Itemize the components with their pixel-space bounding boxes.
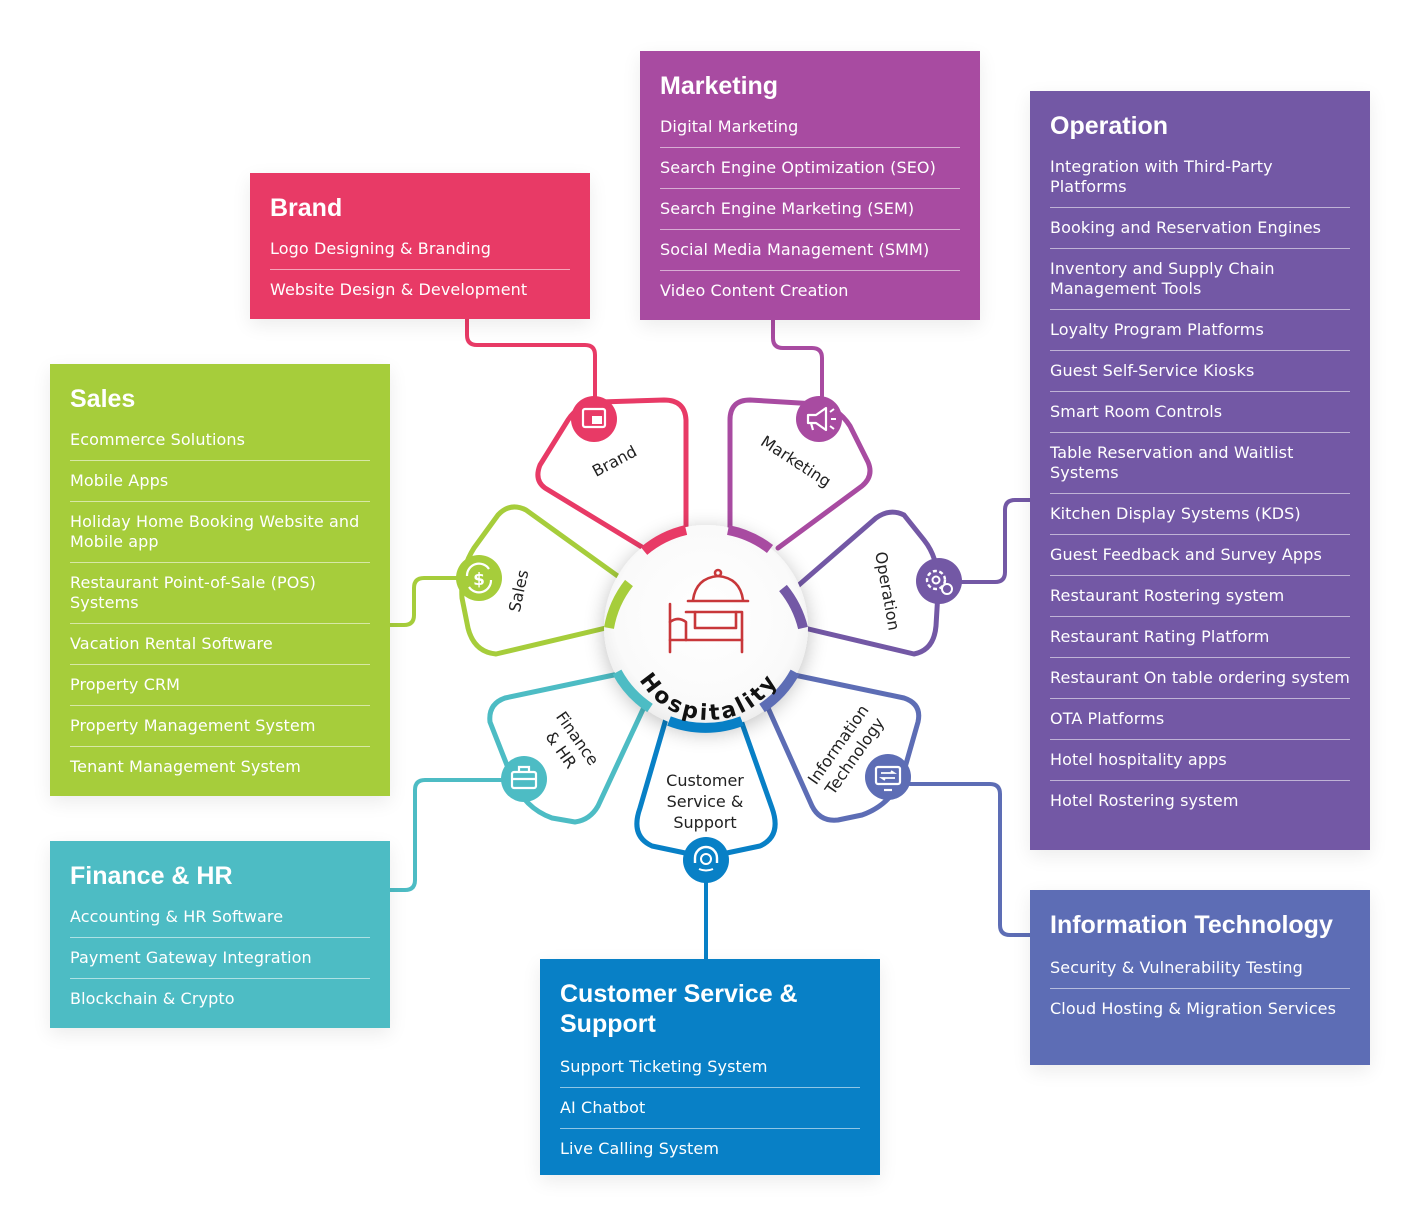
- sales-item[interactable]: Restaurant Point-of-Sale (POS) Systems: [70, 563, 370, 624]
- customer-support-box: Customer Service & Support Support Ticke…: [540, 959, 880, 1175]
- connector-marketing: [771, 318, 824, 398]
- sales-item[interactable]: Property Management System: [70, 706, 370, 747]
- operation-item[interactable]: Kitchen Display Systems (KDS): [1050, 494, 1350, 535]
- information-technology-box-title: Information Technology: [1050, 911, 1333, 939]
- operation-item[interactable]: Booking and Reservation Engines: [1050, 208, 1350, 249]
- information-technology-box: Information Technology Security & Vulner…: [1030, 890, 1370, 1065]
- operation-item[interactable]: Smart Room Controls: [1050, 392, 1350, 433]
- sales-item[interactable]: Vacation Rental Software: [70, 624, 370, 665]
- marketing-item-list: Digital Marketing Search Engine Optimiza…: [660, 107, 960, 311]
- marketing-box-title: Marketing: [660, 72, 779, 100]
- operation-item[interactable]: Restaurant Rostering system: [1050, 576, 1350, 617]
- marketing-item[interactable]: Search Engine Marketing (SEM): [660, 189, 960, 230]
- petal-label-sales: Sales: [505, 568, 532, 614]
- headset-icon: [683, 837, 729, 883]
- petal-label-support-line2: Service &: [667, 792, 744, 811]
- sales-item[interactable]: Mobile Apps: [70, 461, 370, 502]
- brand-item-list: Logo Designing & Branding Website Design…: [270, 229, 570, 310]
- marketing-item[interactable]: Search Engine Optimization (SEO): [660, 148, 960, 189]
- operation-item[interactable]: OTA Platforms: [1050, 699, 1350, 740]
- sales-item[interactable]: Property CRM: [70, 665, 370, 706]
- petal-outline-it: [757, 669, 922, 823]
- information-technology-item[interactable]: Cloud Hosting & Migration Services: [1050, 999, 1337, 1018]
- gear-settings-icon: [916, 558, 962, 604]
- finance-hr-item[interactable]: Accounting & HR Software: [70, 897, 370, 938]
- browser-window-icon: [571, 396, 617, 442]
- brand-item[interactable]: Logo Designing & Branding: [270, 229, 570, 270]
- petal-label-support-line3: Support: [673, 813, 736, 832]
- cloche-bed-icon: [668, 568, 750, 654]
- customer-support-item[interactable]: Live Calling System: [560, 1139, 720, 1158]
- finance-hr-item-list: Accounting & HR Software Payment Gateway…: [70, 897, 370, 1019]
- marketing-item[interactable]: Digital Marketing: [660, 107, 960, 148]
- operation-item[interactable]: Hotel hospitality apps: [1050, 740, 1350, 781]
- dollar-cycle-icon: $: [456, 555, 502, 601]
- petal-label-finance: Finance & HR: [542, 708, 603, 772]
- operation-item[interactable]: Loyalty Program Platforms: [1050, 310, 1350, 351]
- marketing-box: Marketing Digital Marketing Search Engin…: [640, 51, 980, 320]
- finance-hr-box: Finance & HR Accounting & HR Software Pa…: [50, 841, 390, 1028]
- sales-item-list: Ecommerce Solutions Mobile Apps Holiday …: [70, 420, 370, 787]
- operation-item-list: Integration with Third-Party Platforms B…: [1050, 147, 1350, 821]
- marketing-item[interactable]: Video Content Creation: [660, 281, 849, 300]
- brand-box: Brand Logo Designing & Branding Website …: [250, 173, 590, 319]
- operation-item[interactable]: Restaurant Rating Platform: [1050, 617, 1350, 658]
- connector-sales: [388, 576, 460, 627]
- finance-hr-item[interactable]: Payment Gateway Integration: [70, 938, 370, 979]
- petal-label-operation: Operation: [871, 550, 904, 632]
- briefcase-icon: [501, 756, 547, 802]
- petal-outline-finance: [487, 669, 655, 825]
- information-technology-item[interactable]: Security & Vulnerability Testing: [1050, 948, 1350, 989]
- finance-hr-item[interactable]: Blockchain & Crypto: [70, 989, 235, 1008]
- megaphone-icon: [796, 396, 842, 442]
- operation-box: Operation Integration with Third-Party P…: [1030, 91, 1370, 850]
- finance-hr-box-title: Finance & HR: [70, 862, 233, 890]
- operation-item[interactable]: Guest Self-Service Kiosks: [1050, 351, 1350, 392]
- marketing-item[interactable]: Social Media Management (SMM): [660, 230, 960, 271]
- monitor-transfer-icon: [865, 754, 911, 800]
- sales-item[interactable]: Holiday Home Booking Website and Mobile …: [70, 502, 370, 563]
- petal-outline-operation: [782, 509, 941, 657]
- sales-item[interactable]: Tenant Management System: [70, 757, 301, 776]
- operation-item[interactable]: Restaurant On table ordering system: [1050, 658, 1350, 699]
- operation-item[interactable]: Hotel Rostering system: [1050, 791, 1239, 810]
- customer-support-item[interactable]: AI Chatbot: [560, 1088, 860, 1129]
- petal-label-support-line1: Customer: [666, 771, 744, 790]
- operation-item[interactable]: Integration with Third-Party Platforms: [1050, 147, 1350, 208]
- operation-item[interactable]: Guest Feedback and Survey Apps: [1050, 535, 1350, 576]
- customer-support-item-list: Support Ticketing System AI Chatbot Live…: [560, 1047, 860, 1169]
- operation-box-title: Operation: [1050, 112, 1169, 140]
- brand-box-title: Brand: [270, 194, 343, 222]
- connector-finance: [388, 778, 504, 892]
- information-technology-item-list: Security & Vulnerability Testing Cloud H…: [1050, 948, 1350, 1029]
- connector-operation: [960, 498, 1032, 584]
- svg-text:$: $: [473, 570, 485, 590]
- customer-support-box-title: Customer Service & Support: [560, 980, 798, 1038]
- connector-it: [908, 782, 1032, 937]
- sales-box-title: Sales: [70, 385, 136, 413]
- sales-item[interactable]: Ecommerce Solutions: [70, 420, 370, 461]
- petal-label-brand: Brand: [589, 442, 640, 481]
- connector-brand: [465, 317, 597, 398]
- customer-support-item[interactable]: Support Ticketing System: [560, 1047, 860, 1088]
- operation-item[interactable]: Table Reservation and Waitlist Systems: [1050, 433, 1350, 494]
- sales-box: Sales Ecommerce Solutions Mobile Apps Ho…: [50, 364, 390, 796]
- petal-label-support: Customer Service & Support: [666, 771, 744, 832]
- brand-item[interactable]: Website Design & Development: [270, 280, 528, 299]
- operation-item[interactable]: Inventory and Supply Chain Management To…: [1050, 249, 1350, 310]
